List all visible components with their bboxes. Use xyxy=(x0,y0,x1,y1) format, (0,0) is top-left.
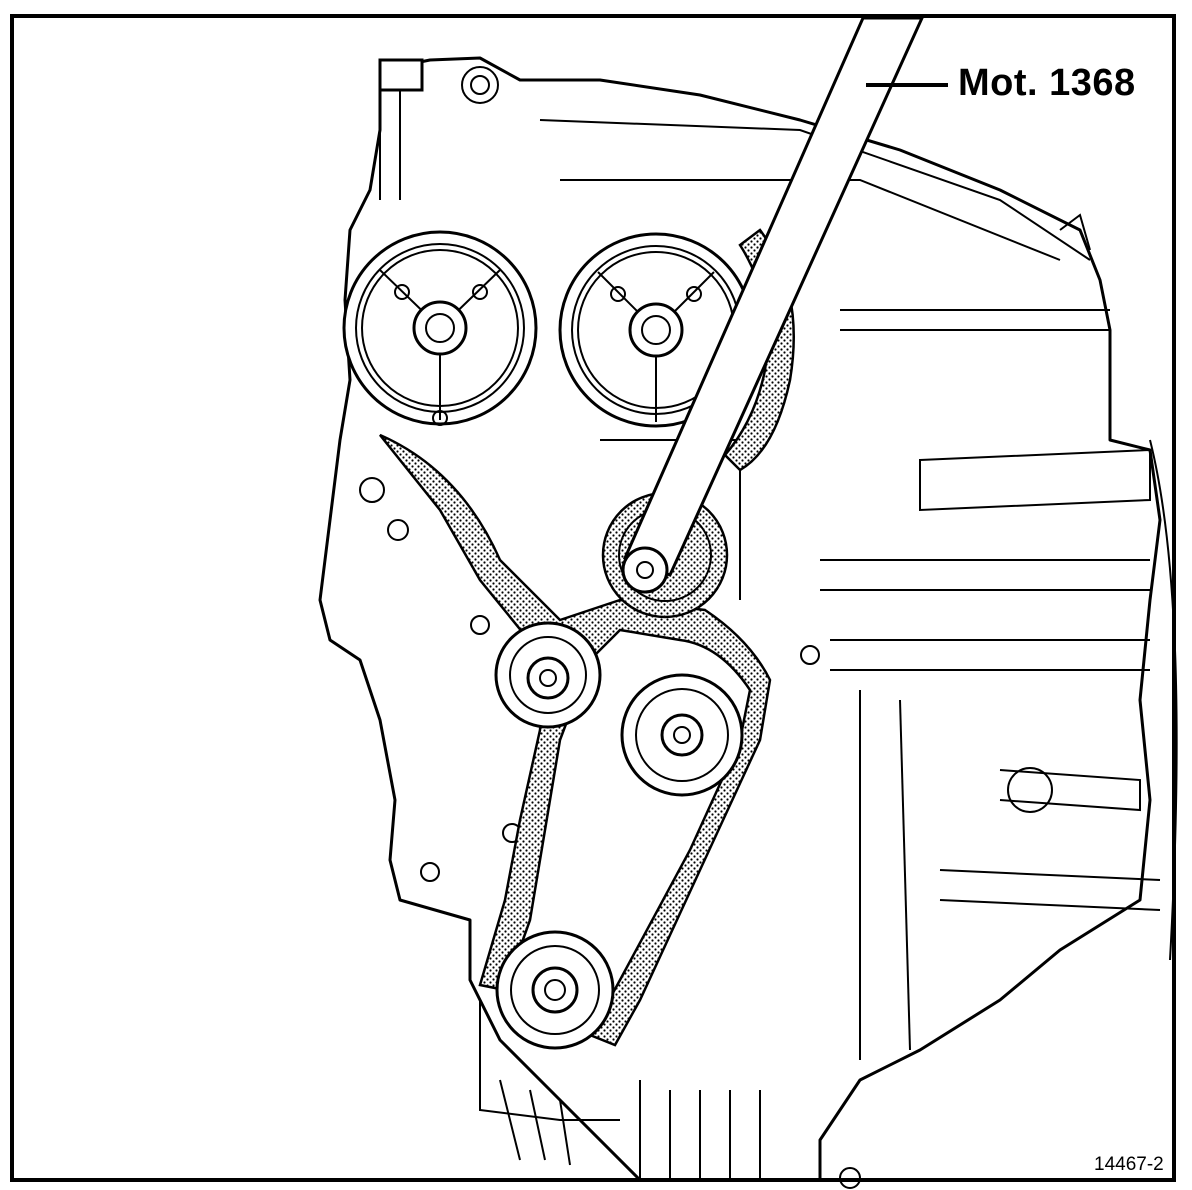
left-camshaft-pulley xyxy=(342,230,538,426)
engine-block xyxy=(318,56,1178,1189)
figure-reference-number: 14467-2 xyxy=(1094,1154,1164,1175)
crankshaft-pulley xyxy=(495,930,615,1050)
water-pump-pulley xyxy=(620,673,744,797)
tool-callout-label: Mot. 1368 xyxy=(958,62,1136,104)
tool-mot-1368 xyxy=(621,16,925,594)
tensioner-roller xyxy=(494,621,602,729)
